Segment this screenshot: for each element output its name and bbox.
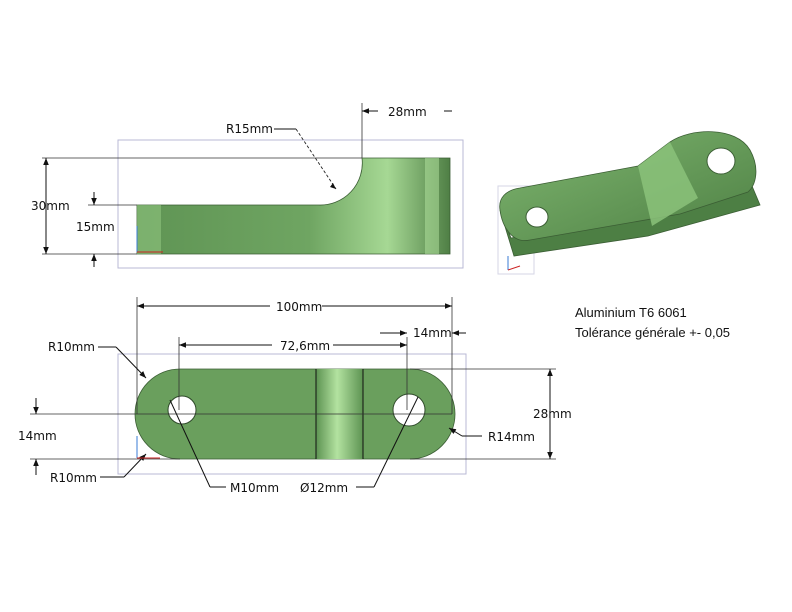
dim-side-28mm: 28mm (388, 105, 427, 119)
hole-m10-icon (167, 395, 197, 425)
diameter-value: 12mm (309, 481, 348, 495)
dim-top-14mm-left: 14mm (18, 429, 57, 443)
dim-side-30mm: 30mm (31, 199, 70, 213)
side-view-left-face (137, 205, 161, 254)
tolerance-note: Tolérance générale +- 0,05 (575, 325, 730, 340)
iso-hole-left-icon (525, 206, 549, 228)
iso-hole-right-icon (706, 147, 736, 175)
dim-side-15mm: 15mm (76, 220, 115, 234)
dim-top-r10mm-bottom: R10mm (50, 471, 97, 485)
dim-top-diameter-12mm: Ø12mm (300, 481, 348, 495)
side-view-right-highlight (425, 158, 439, 254)
dim-top-72-6mm: 72,6mm (280, 339, 330, 353)
axis-triad-icon (136, 226, 163, 253)
top-axis-triad-icon (136, 436, 160, 459)
notes: Aluminium T6 6061 Tolérance générale +- … (575, 305, 730, 340)
side-view-frame (117, 139, 464, 269)
dim-top-14mm-right: 14mm (413, 326, 452, 340)
diameter-symbol: Ø (300, 481, 309, 495)
iso-hinge-face (638, 142, 698, 226)
side-view-part (136, 157, 451, 255)
dim-top-m10mm: M10mm (230, 481, 279, 495)
iso-view (497, 131, 761, 275)
material-note: Aluminium T6 6061 (575, 305, 687, 320)
top-view: 100mm 72,6mm 14mm 28mm 14mm R10mm R10mm (18, 297, 572, 495)
dim-top-100mm: 100mm (276, 300, 322, 314)
iso-part-top (499, 131, 757, 241)
dim-side-r15mm: R15mm (226, 122, 273, 136)
dim-top-28mm: 28mm (533, 407, 572, 421)
hole-d12-icon (392, 393, 426, 427)
dim-top-r14mm: R14mm (488, 430, 535, 444)
iso-axis-triad-icon (507, 256, 521, 271)
side-view: 28mm R15mm 30mm 15mm (31, 103, 464, 269)
dim-top-r10mm-top: R10mm (48, 340, 95, 354)
